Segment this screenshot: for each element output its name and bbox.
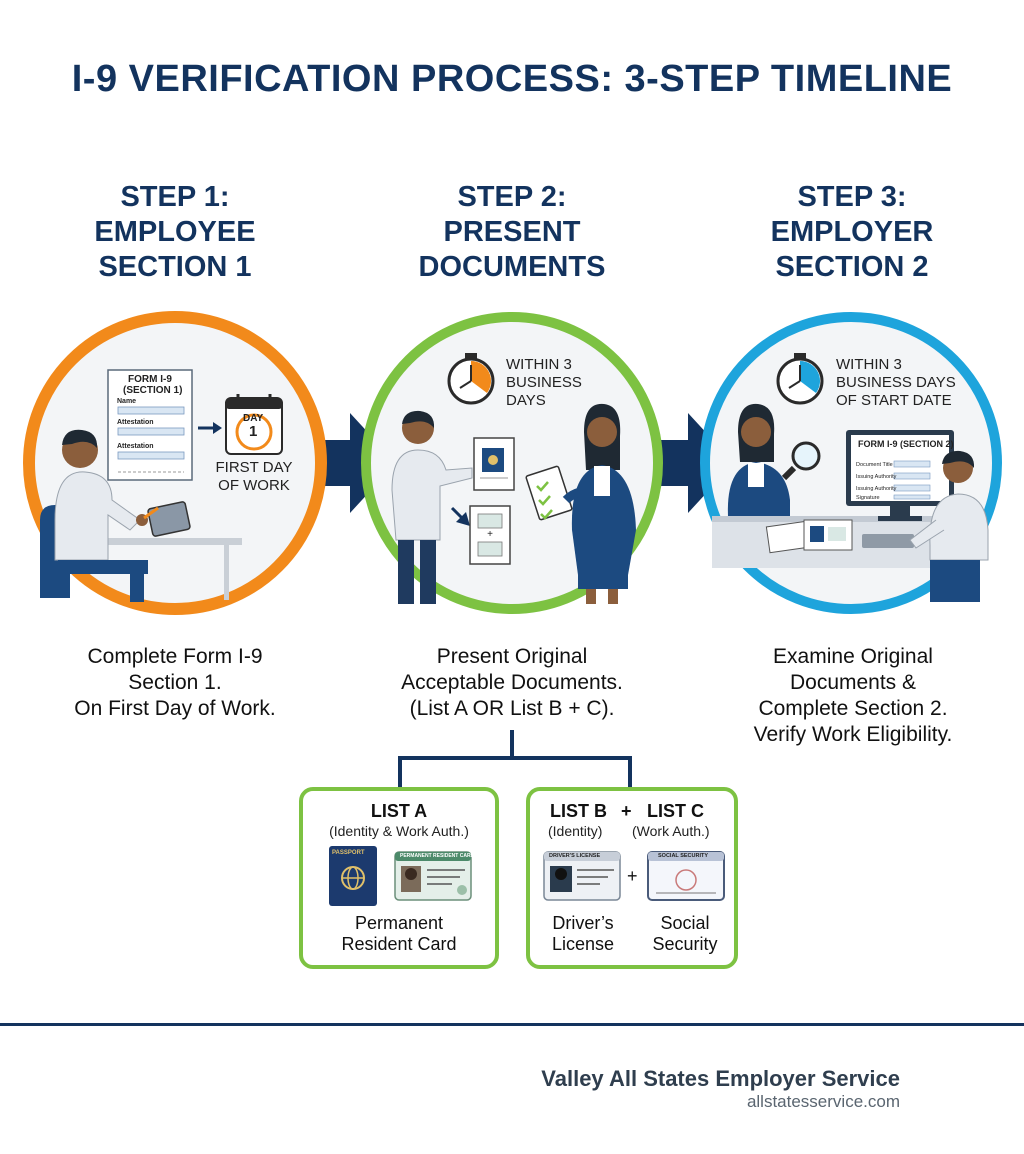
- svg-text:+: +: [487, 529, 493, 540]
- list-a-subtitle: (Identity & Work Auth.): [329, 823, 469, 839]
- documents-on-desk-icon: [765, 519, 853, 554]
- list-bc-box: [526, 787, 738, 969]
- list-b-title: LIST B: [550, 801, 607, 821]
- employee-at-tablet-icon: [40, 429, 242, 602]
- list-bc-document-icon: +: [469, 505, 511, 565]
- ssn-card-label: SOCIAL SECURITY: [658, 853, 709, 859]
- footer-company-name: Valley All States Employer Service: [541, 1066, 900, 1091]
- step-3-circle: [700, 312, 1002, 614]
- form-field-issuing-authority: Issuing Authority: [856, 474, 897, 480]
- list-c-title: LIST C: [647, 801, 704, 821]
- permanent-resident-card-icon: [394, 851, 472, 901]
- form-field-document-title: Document Title: [856, 462, 893, 468]
- calendar-day-number: 1: [249, 423, 258, 440]
- license-card-label: DRIVER'S LICENSE: [549, 853, 601, 859]
- form-icon: [107, 369, 193, 481]
- list-plus-sign: +: [621, 801, 632, 821]
- list-a-title: LIST A: [370, 801, 428, 821]
- form-field-signature: Signature: [856, 495, 880, 501]
- calendar-icon: [225, 394, 283, 455]
- form-field-attestation: Attestation: [117, 419, 154, 426]
- form-field-name: Name: [117, 398, 137, 405]
- step-1-circle: [23, 311, 327, 615]
- passport-icon: [329, 846, 377, 906]
- list-bc-plus-icon: +: [627, 866, 638, 886]
- list-c-subtitle: (Work Auth.): [632, 823, 710, 839]
- employee-at-computer-icon: [909, 450, 989, 602]
- drivers-license-icon: [543, 851, 621, 901]
- footer-divider: [0, 1023, 1024, 1026]
- resident-card-label: PERMANENT RESIDENT CARD: [400, 853, 475, 859]
- calendar-day-label: DAY: [243, 413, 264, 424]
- passport-label: PASSPORT: [332, 850, 365, 856]
- employer-with-magnifier-icon: [727, 403, 821, 516]
- passport-document-icon: [473, 437, 515, 491]
- employee-with-documents-icon: [391, 410, 473, 604]
- list-b-subtitle: (Identity): [548, 823, 603, 839]
- social-security-card-icon: [647, 851, 725, 901]
- form-field-issuing-authority-2: Issuing Authority: [856, 486, 897, 492]
- footer-url: allstatesservice.com: [746, 1092, 900, 1111]
- stopwatch-icon-step-3: [776, 353, 824, 405]
- step-2-circle: +: [361, 312, 663, 614]
- stopwatch-icon: [447, 353, 495, 405]
- form-field-attestation-2: Attestation: [117, 443, 154, 450]
- page-title: I-9 VERIFICATION PROCESS: 3-STEP TIMELIN…: [71, 58, 953, 100]
- employer-with-clipboard-icon: [525, 403, 636, 604]
- computer-icon: [846, 430, 954, 548]
- form-i9-section2-title: FORM I-9 (SECTION 2): [858, 439, 954, 449]
- form-i9-title: FORM I-9(SECTION 1): [123, 374, 183, 396]
- list-connector: [398, 730, 632, 790]
